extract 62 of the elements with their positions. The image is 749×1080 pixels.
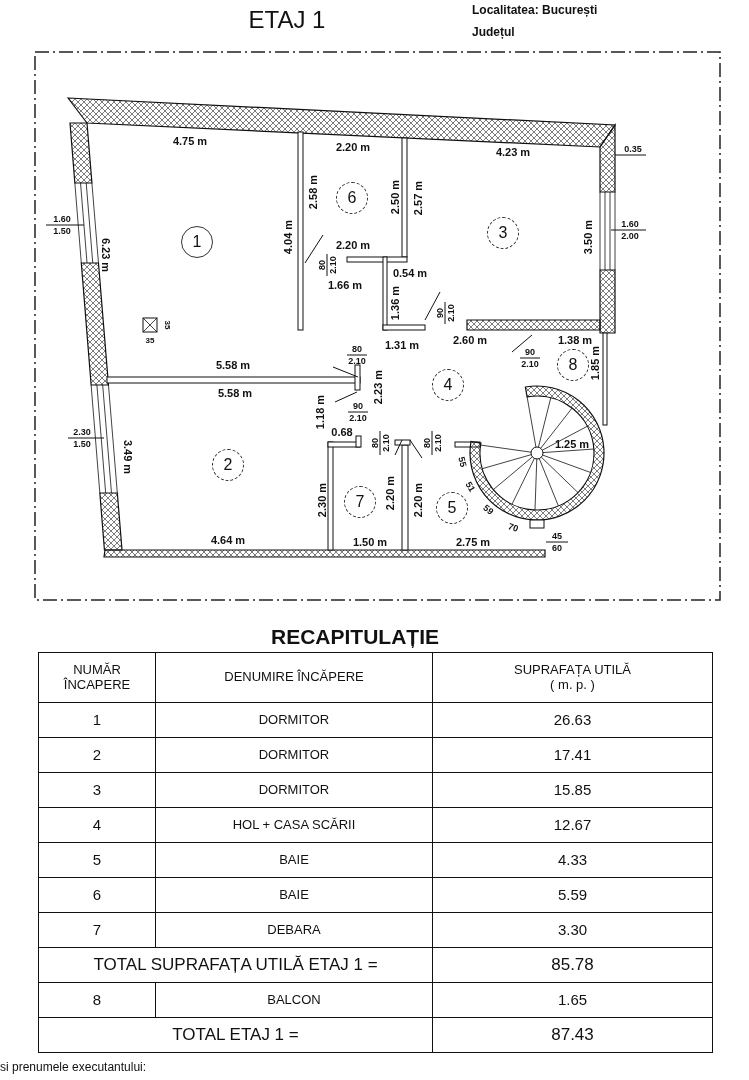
dimension-label: 1.50 (53, 226, 71, 236)
dimension-label: 2.10 (349, 413, 367, 423)
dimension-label: 4.04 m (282, 219, 294, 255)
table-heading: RECAPITULAȚIE (271, 625, 439, 647)
dimension-label: 6.23 m (99, 237, 111, 273)
dimension-label: 35 (145, 337, 155, 345)
dimension-label: 35 (163, 320, 171, 330)
dimension-label: 2.20 m (335, 239, 371, 251)
dimension-label: 4.64 m (210, 534, 246, 546)
dimension-label: 1.25 m (554, 438, 590, 450)
dimension-label: 3.50 m (582, 219, 594, 255)
dimension-label: 2.10 (446, 304, 456, 322)
dimension-label: 60 (552, 543, 562, 553)
dimension-label: 1.66 m (327, 279, 363, 291)
dimension-label: 1.60 (53, 214, 71, 224)
dimension-label: 4.75 m (172, 135, 208, 147)
table-header-cell: NUMĂR ÎNCAPERE (38, 652, 156, 703)
dimension-label: 2.57 m (412, 180, 424, 216)
dimension-label: 80 (422, 438, 432, 448)
table-cell: TOTAL ETAJ 1 = (38, 1017, 433, 1053)
dimension-label: 2.50 m (389, 179, 401, 215)
dimension-label: 2.00 (621, 231, 639, 241)
dimension-label: 2.10 (328, 256, 338, 274)
dimension-label: 2.75 m (455, 536, 491, 548)
dimension-label: 2.10 (348, 356, 366, 366)
dimension-label: 5.58 m (215, 359, 251, 371)
dimension-label: 90 (525, 347, 535, 357)
dimension-label: 0.35 (624, 144, 642, 154)
location-field-label: Localitatea: București (472, 4, 598, 16)
dimension-label: 0.68 (331, 426, 353, 438)
dimension-label: 2.58 m (307, 174, 319, 210)
dimension-label: 90 (435, 308, 445, 318)
dimension-label: 0.54 m (392, 267, 428, 279)
table-cell: 87.43 (432, 1017, 713, 1053)
dimension-label: 80 (317, 260, 327, 270)
dimension-label: 70 (506, 522, 520, 534)
dimension-label: 2.10 (433, 434, 443, 452)
dimension-label: 80 (370, 438, 380, 448)
dimension-label: 1.60 (621, 219, 639, 229)
location-field-label: Județul (472, 26, 515, 38)
dimension-label: 80 (352, 344, 362, 354)
dimension-label: 5.58 m (217, 387, 253, 399)
dimension-label: 2.30 (73, 427, 91, 437)
dimension-label: 2.10 (381, 434, 391, 452)
dimension-label: 2.60 m (452, 334, 488, 346)
dimension-label: 51 (463, 480, 477, 494)
dimension-label: 1.18 m (314, 394, 326, 430)
dimension-label: 2.20 m (384, 475, 396, 511)
dimension-label: 1.36 m (389, 285, 401, 321)
dimension-label: 90 (353, 401, 363, 411)
dimension-label: 55 (456, 456, 468, 468)
dimension-label: 3.49 m (121, 439, 133, 475)
dimension-label: 59 (481, 503, 495, 517)
dimension-label: 2.10 (521, 359, 539, 369)
footer-note: si prenumele executantului: (0, 1061, 147, 1073)
dimension-label: 1.50 (73, 439, 91, 449)
dimension-label: 2.23 m (372, 369, 384, 405)
table-header-cell: SUPRAFAȚA UTILĂ ( m. p. ) (432, 652, 713, 703)
plan-title: ETAJ 1 (248, 6, 326, 34)
dimension-label: 45 (552, 531, 562, 541)
dimension-label: 1.50 m (352, 536, 388, 548)
dimension-label: 4.23 m (495, 146, 531, 158)
